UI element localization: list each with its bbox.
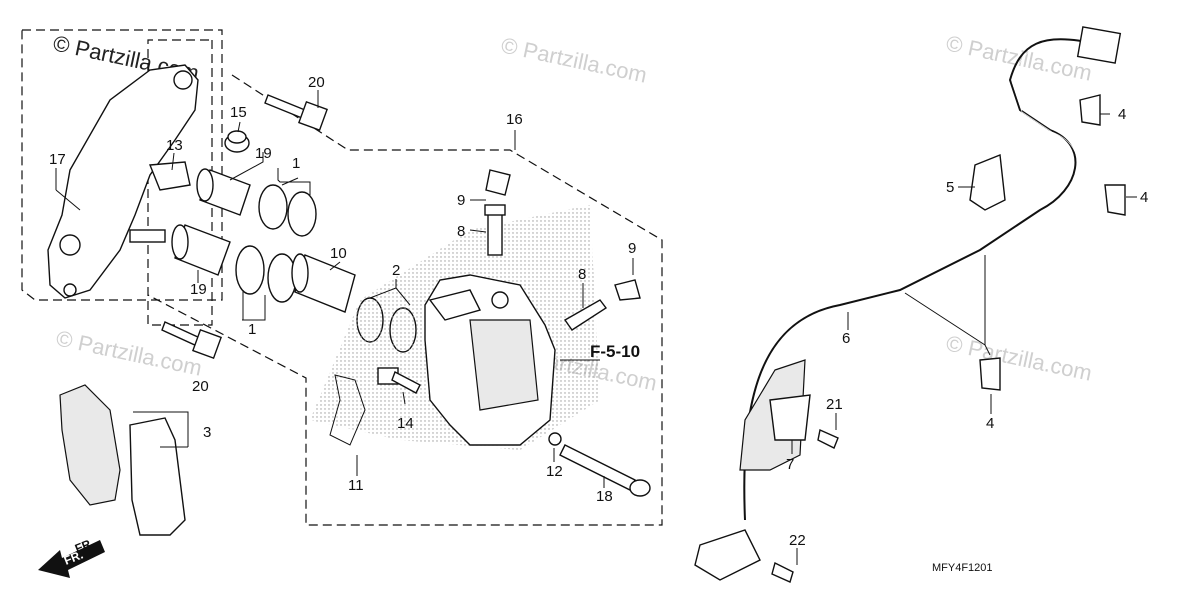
front-direction-arrow: FR. — [38, 540, 105, 578]
part-4-clip-2 — [1104, 184, 1126, 216]
part-1-seals-lower — [235, 245, 297, 303]
callout-1-upper: 1 — [292, 155, 300, 172]
reference-f-5-10[interactable]: F-5-10 — [590, 342, 640, 361]
callout-11: 11 — [348, 477, 364, 494]
part-1-seals-upper — [258, 184, 317, 237]
part-8-bleeder-upper — [484, 204, 506, 256]
part-10-piston — [291, 253, 356, 313]
callout-2: 2 — [392, 262, 400, 279]
part-9-cap-right — [614, 279, 641, 301]
callout-4-a: 4 — [1118, 106, 1126, 123]
part-16-caliper-body — [424, 274, 556, 446]
callout-12: 12 — [546, 463, 563, 480]
part-19-piston-lower — [171, 224, 231, 276]
callout-9-right: 9 — [628, 240, 636, 257]
part-14-pin-bolt — [377, 367, 421, 394]
part-4-clip-3 — [979, 357, 1001, 391]
part-13-clip — [148, 161, 191, 191]
callout-13: 13 — [166, 137, 183, 154]
callout-8-upper: 8 — [457, 223, 465, 240]
bracket-inner-outline — [147, 39, 213, 326]
callout-18: 18 — [596, 488, 613, 505]
bracket-outline — [21, 29, 223, 301]
callout-17: 17 — [49, 151, 66, 168]
callout-5: 5 — [946, 179, 954, 196]
callout-3: 3 — [203, 424, 211, 441]
callout-19-lower: 19 — [190, 281, 207, 298]
callout-20-upper: 20 — [308, 74, 325, 91]
part-20-bolt-upper — [264, 94, 328, 131]
callout-8-right: 8 — [578, 266, 586, 283]
part-22-bolt — [771, 561, 794, 583]
callout-6: 6 — [842, 330, 850, 347]
callout-15: 15 — [230, 104, 247, 121]
part-4-clip-1 — [1079, 94, 1101, 126]
drawing-code: MFY4F1201 — [932, 562, 993, 574]
part-18-pin — [559, 444, 651, 497]
watermark-right: © Partzilla.com — [944, 330, 1094, 385]
abs-sensor-assembly — [694, 26, 1126, 583]
callout-7: 7 — [786, 456, 794, 473]
callout-19-upper: 19 — [255, 145, 272, 162]
front-marker-label: FR. — [62, 548, 85, 568]
callout-22: 22 — [789, 532, 806, 549]
part-21-bolt — [817, 429, 839, 449]
watermark-top-center: © Partzilla.com — [499, 32, 649, 87]
part-3-brake-pads — [59, 384, 186, 536]
callout-4-b: 4 — [1140, 189, 1148, 206]
callout-9-upper: 9 — [457, 192, 465, 209]
part-15-bleeder-cap — [224, 130, 250, 153]
part-17-caliper-bracket — [47, 64, 199, 299]
callout-14: 14 — [397, 415, 414, 432]
part-9-cap-upper — [485, 169, 511, 196]
callout-20-lower: 20 — [192, 378, 209, 395]
callout-1-lower: 1 — [248, 321, 256, 338]
part-11-pad-spring — [329, 374, 366, 446]
sensor-head — [694, 529, 761, 581]
caliper-outline — [147, 74, 663, 526]
group-outlines — [21, 29, 663, 526]
callout-10: 10 — [330, 245, 347, 262]
part-8-bleeder-right — [563, 299, 608, 331]
callout-21: 21 — [826, 396, 843, 413]
part-19-piston-upper — [196, 168, 251, 216]
callout-16: 16 — [506, 111, 523, 128]
callout-4-c: 4 — [986, 415, 994, 432]
leader-lines — [55, 90, 1137, 565]
sensor-connector — [1076, 26, 1122, 64]
callout-numbers: 17 13 15 20 19 1 19 1 10 2 20 3 14 11 12… — [49, 74, 1148, 549]
part-12-seal — [548, 432, 562, 446]
part-5-bracket — [969, 154, 1006, 211]
front-marker-label-outline: FR. — [73, 536, 96, 556]
part-20-bolt-lower — [161, 321, 222, 359]
part-7-bracket — [769, 394, 811, 441]
